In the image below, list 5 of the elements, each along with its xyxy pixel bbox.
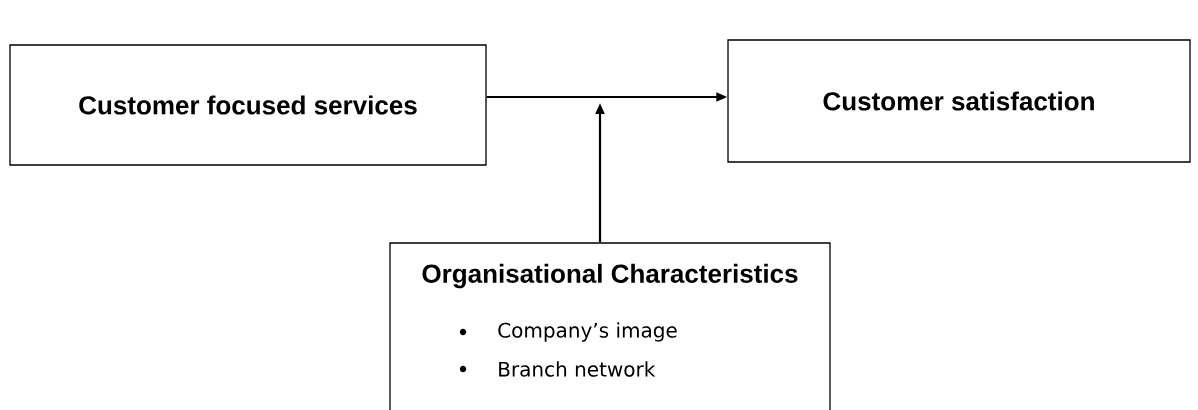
bullet-item: Branch network bbox=[499, 361, 656, 377]
process-box: Customer focused services bbox=[9, 44, 487, 166]
process-box: Customer satisfaction bbox=[727, 39, 1191, 163]
bullet-item: Company’s image bbox=[498, 322, 677, 342]
box-heading: Organisational Characteristics bbox=[422, 263, 798, 289]
